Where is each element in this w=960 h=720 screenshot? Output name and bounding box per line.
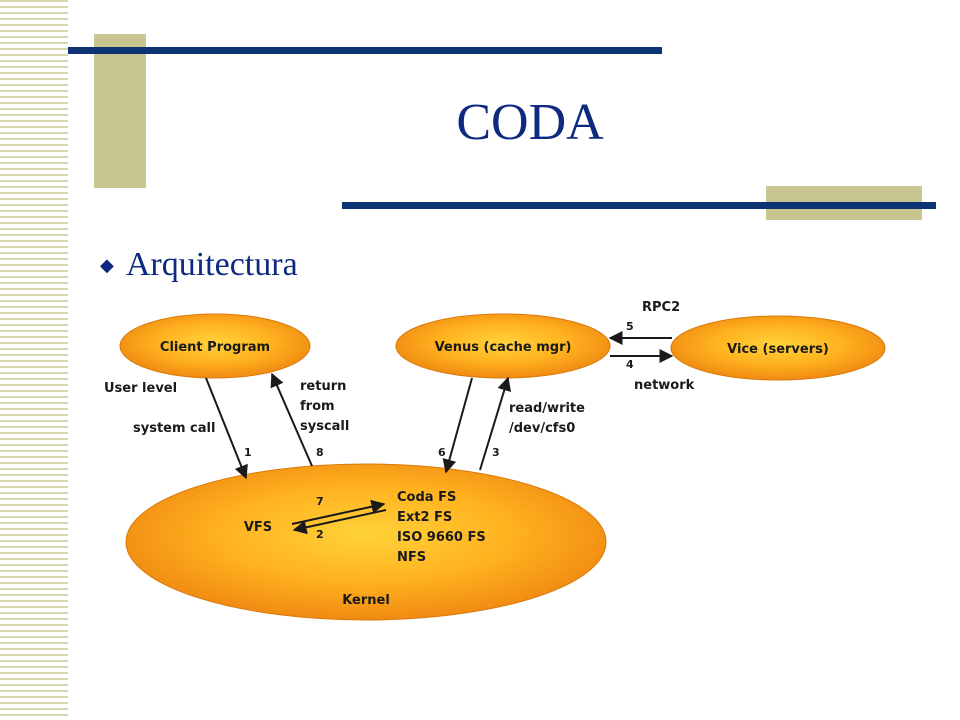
kernel-label: Kernel: [342, 593, 390, 608]
slide-title: CODA: [456, 94, 604, 151]
return-label-2: from: [300, 399, 335, 414]
diamond-bullet-icon: ◆: [100, 254, 114, 276]
step-number-2: 2: [316, 528, 324, 541]
system-call-label: system call: [133, 421, 215, 436]
user-level-label: User level: [104, 381, 177, 396]
bullet-text: Arquitectura: [125, 246, 298, 283]
accent-block-top-left: [94, 34, 146, 188]
step-number-6: 6: [438, 446, 446, 459]
rule-top: [68, 47, 662, 54]
fs-item-nfs: NFS: [397, 550, 426, 565]
bullet-item: ◆ Arquitectura: [100, 240, 298, 290]
arrow-kernel-to-venus: [479, 376, 512, 471]
step-number-7: 7: [316, 495, 324, 508]
return-label-1: return: [300, 379, 346, 394]
fs-item-coda: Coda FS: [397, 490, 456, 505]
arrow-codafs-to-vfs: [292, 509, 387, 535]
vfs-label: VFS: [244, 520, 272, 535]
kernel-node: [125, 463, 607, 621]
vice-node: [670, 315, 886, 381]
step-number-8: 8: [316, 446, 324, 459]
step-number-5: 5: [626, 320, 634, 333]
client-program-node: [119, 313, 311, 379]
rpc2-label: RPC2: [642, 300, 680, 315]
venus-label: Venus (cache mgr): [435, 340, 572, 355]
step-number-3: 3: [492, 446, 500, 459]
read-write-label-2: /dev/cfs0: [509, 421, 575, 436]
step-number-1: 1: [244, 446, 252, 459]
arrow-return-syscall: [270, 372, 313, 467]
network-label: network: [634, 378, 695, 393]
arrow-system-call: [205, 377, 248, 480]
vice-label: Vice (servers): [727, 342, 829, 357]
fs-item-ext2: Ext2 FS: [397, 510, 452, 525]
read-write-label-1: read/write: [509, 401, 585, 416]
fs-item-iso: ISO 9660 FS: [397, 530, 486, 545]
rule-bottom: [342, 202, 936, 209]
left-stripe-decoration: [0, 0, 68, 720]
return-label-3: syscall: [300, 419, 349, 434]
client-program-label: Client Program: [160, 340, 270, 355]
arrow-venus-to-kernel: [442, 377, 473, 474]
step-number-4: 4: [626, 358, 634, 371]
